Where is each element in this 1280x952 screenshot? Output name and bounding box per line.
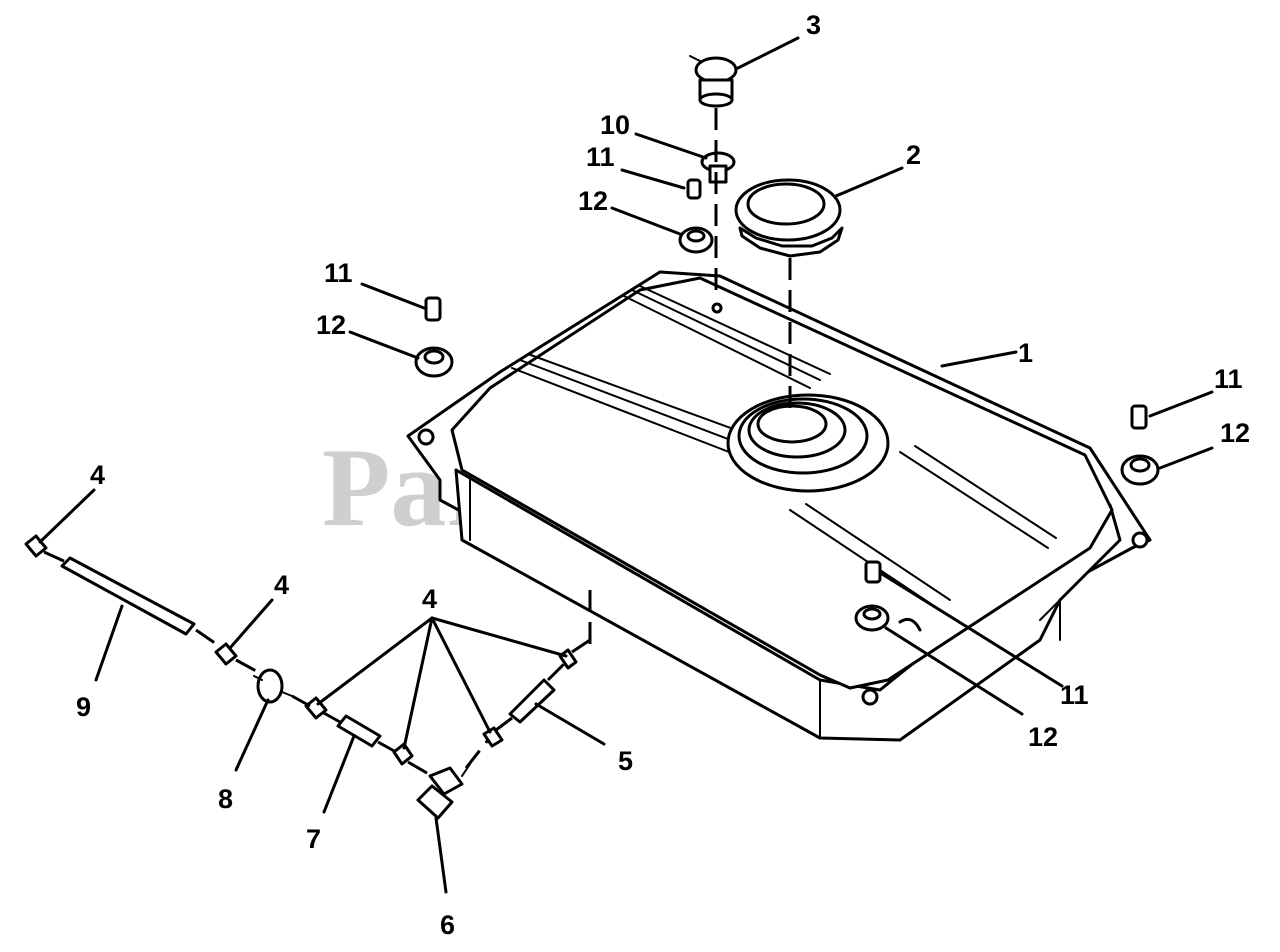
callout-4-group: 4: [422, 584, 437, 614]
callout-5: 5: [618, 746, 633, 776]
part-4-clamp-c: [304, 696, 328, 720]
callout-8: 8: [218, 784, 233, 814]
part-5-fuel-line: [508, 678, 556, 724]
callout-11-left: 11: [324, 258, 353, 288]
part-9-fuel-line: [60, 556, 196, 636]
callout-12-front: 12: [1028, 722, 1058, 752]
callout-1: 1: [1018, 338, 1033, 368]
part-2-fuel-cap: [734, 178, 844, 258]
callout-3: 3: [806, 10, 821, 40]
part-8-fuel-filter: [253, 668, 293, 704]
leader-lines: [38, 36, 1214, 894]
part-12-grommet-left: [414, 346, 454, 378]
part-11-spacer-right: [1130, 404, 1148, 430]
callout-11-right: 11: [1214, 364, 1243, 394]
part-3-vent-valve: [689, 55, 738, 108]
part-12-grommet-front: [854, 604, 890, 632]
part-12-grommet-top: [678, 226, 714, 254]
callout-12-top: 12: [578, 186, 608, 216]
callout-11-front: 11: [1060, 680, 1089, 710]
part-11-spacer-front: [864, 560, 882, 584]
callout-10: 10: [600, 110, 630, 140]
callout-11-top: 11: [586, 142, 615, 172]
part-12-grommet-right: [1120, 454, 1160, 486]
callout-12-right: 12: [1220, 418, 1250, 448]
callout-6: 6: [440, 910, 455, 940]
part-6-shutoff-valve: [416, 763, 471, 820]
part-1-fuel-tank: [406, 270, 1152, 742]
part-4-clamp-d: [392, 742, 414, 766]
part-4-clamp-a: [24, 534, 48, 558]
callout-9: 9: [76, 692, 91, 722]
callout-12-left: 12: [316, 310, 346, 340]
part-4-clamp-b: [214, 642, 238, 666]
callout-4-middle: 4: [274, 570, 289, 600]
part-10-bushing: [700, 151, 736, 184]
part-4-clamp-e: [482, 726, 504, 748]
callout-2: 2: [906, 140, 921, 170]
part-11-spacer-left: [424, 296, 442, 322]
callout-4-left: 4: [90, 460, 105, 490]
callout-7: 7: [306, 824, 321, 854]
part-11-spacer-top: [686, 178, 702, 200]
part-7-fuel-line: [336, 714, 382, 748]
